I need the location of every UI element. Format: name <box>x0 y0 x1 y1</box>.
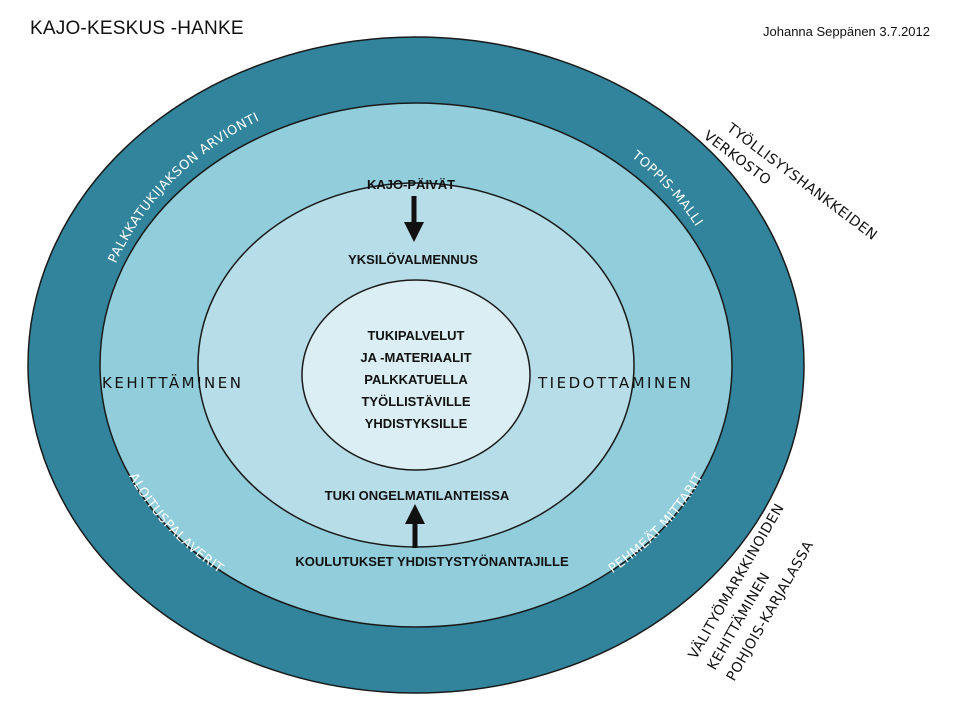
side-label-left: KEHITTÄMINEN <box>102 373 243 392</box>
page-title: KAJO-KESKUS -HANKE <box>30 18 244 39</box>
center-line-3: PALKKATUELLA <box>364 372 468 387</box>
author-date: Johanna Seppänen 3.7.2012 <box>763 24 930 39</box>
center-line-5: YHDISTYKSILLE <box>365 416 468 431</box>
flow-top-start: KAJO-PÄIVÄT <box>367 177 455 192</box>
flow-bottom-end: TUKI ONGELMATILANTEISSA <box>325 488 510 503</box>
center-line-2: JA -MATERIAALIT <box>360 350 471 365</box>
center-line-1: TUKIPALVELUT <box>367 328 464 343</box>
flow-bottom-start: KOULUTUKSET YHDISTYSTYÖNANTAJILLE <box>295 554 569 569</box>
side-label-right: TIEDOTTAMINEN <box>537 374 693 392</box>
center-ellipse <box>301 279 531 471</box>
center-line-4: TYÖLLISTÄVILLE <box>361 394 470 409</box>
flow-top-end: YKSILÖVALMENNUS <box>348 252 478 267</box>
